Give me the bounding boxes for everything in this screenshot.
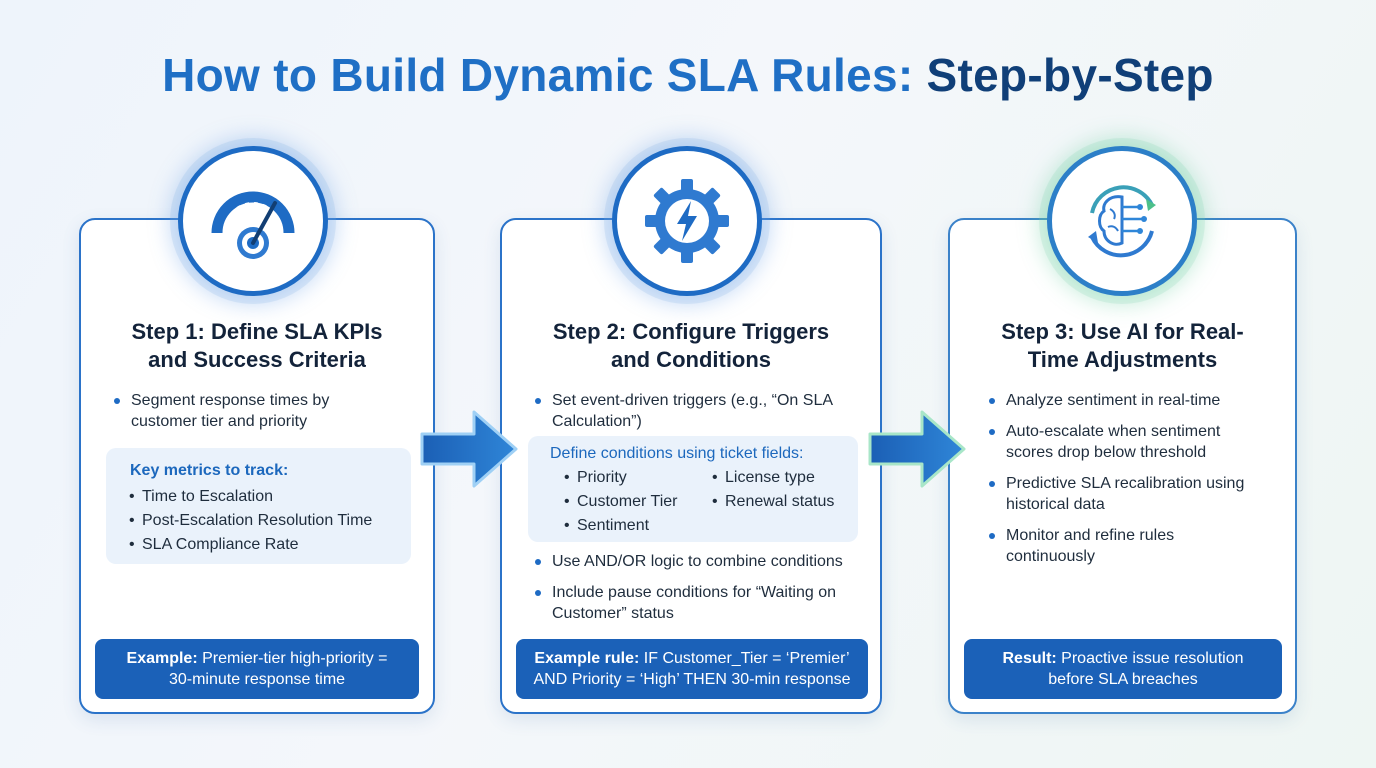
box-heading: Key metrics to track: [130,462,289,479]
gear-lightning-icon [645,179,729,263]
list-item: Monitor and refine rules continuously [986,525,1286,567]
list-item: Use AND/OR logic to combine conditions [532,551,872,572]
conditions-box: Define conditions using ticket fields: P… [528,436,858,542]
gauge-target-icon [211,191,295,259]
metrics-list: Time to Escalation Post-Escalation Resol… [129,485,372,557]
step-1-icon-circle [178,146,328,296]
list-item: SLA Compliance Rate [129,533,372,557]
step-2-card: Step 2: Configure Triggers and Condition… [500,218,882,714]
arrow-right-icon [420,410,518,488]
list-item: Auto-escalate when sentiment scores drop… [986,421,1286,463]
step-2-icon-circle [612,146,762,296]
key-metrics-box: Key metrics to track: Time to Escalation… [106,448,411,564]
list-item: Customer Tier [564,490,677,514]
step-3-icon-circle [1047,146,1197,296]
fields-list-1: Priority Customer Tier Sentiment [564,466,677,538]
list-item: Sentiment [564,514,677,538]
step-title: Step 2: Configure Triggers and Condition… [552,319,830,372]
list-item: License type [712,466,834,490]
list-item: Set event-driven triggers (e.g., “On SLA… [532,390,872,432]
step-title: Step 1: Define SLA KPIs and Success Crit… [131,319,383,372]
list-item: Time to Escalation [129,485,372,509]
bullet-list: Analyze sentiment in real-time Auto-esca… [986,390,1286,577]
bullet-list: Use AND/OR logic to combine conditions I… [532,551,872,634]
title-part-1: How to Build Dynamic SLA Rules: [162,49,927,101]
step-title: Step 3: Use AI for Real- Time Adjustment… [1001,319,1244,372]
step-3-card: Step 3: Use AI for Real- Time Adjustment… [948,218,1297,714]
example-rule-banner: Example rule: IF Customer_Tier = ‘Premie… [516,639,868,699]
bullet-list: Set event-driven triggers (e.g., “On SLA… [532,390,872,442]
list-item: Predictive SLA recalibration using histo… [986,473,1286,515]
example-banner: Example: Premier-tier high-priority = 30… [95,639,419,699]
step-1-card: Step 1: Define SLA KPIs and Success Crit… [79,218,435,714]
box-heading: Define conditions using ticket fields: [550,445,804,462]
fields-list-2: License type Renewal status [712,466,834,514]
bullet-list: Segment response times by customer tier … [111,390,421,442]
arrow-right-icon [868,410,966,488]
ai-brain-icon [1088,185,1156,258]
page-title: How to Build Dynamic SLA Rules: Step-by-… [0,48,1376,102]
list-item: Analyze sentiment in real-time [986,390,1286,411]
list-item: Post-Escalation Resolution Time [129,509,372,533]
list-item: Priority [564,466,677,490]
list-item: Include pause conditions for “Waiting on… [532,582,872,624]
title-part-2: Step-by-Step [926,49,1214,101]
list-item: Segment response times by customer tier … [111,390,421,432]
result-banner: Result: Proactive issue resolution befor… [964,639,1282,699]
list-item: Renewal status [712,490,834,514]
